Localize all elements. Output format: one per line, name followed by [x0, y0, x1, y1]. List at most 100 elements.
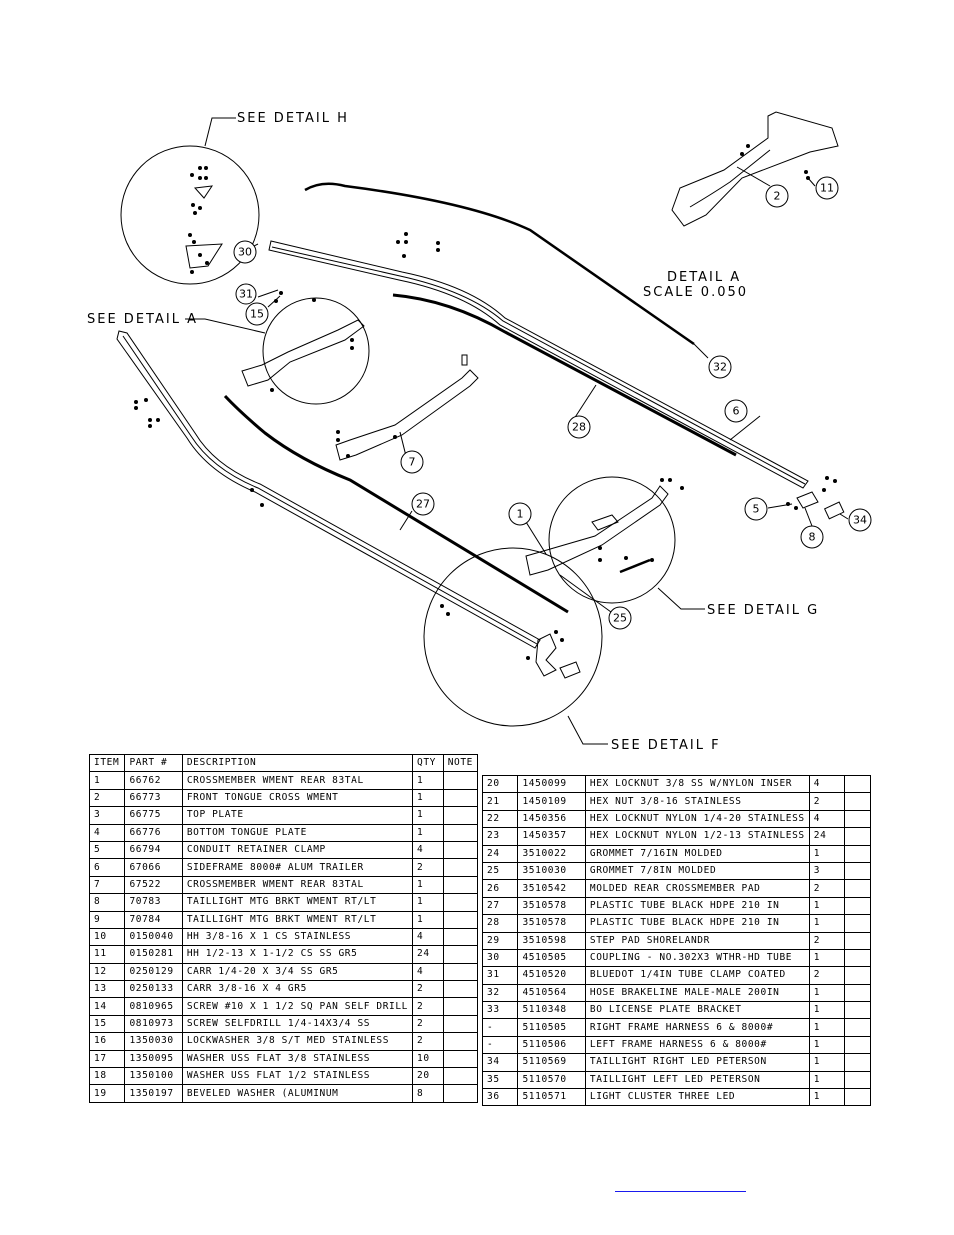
- cell-qty: 2: [412, 1014, 444, 1034]
- callout-25: 25: [608, 606, 632, 630]
- cell-item: 17: [88, 1049, 126, 1069]
- cell-part-number: 1350100: [124, 1067, 183, 1086]
- cell-item: 28: [481, 914, 519, 933]
- callout-circle: [815, 176, 839, 200]
- cell-qty: 1: [412, 823, 444, 842]
- cell-note: [442, 875, 479, 895]
- callout-11: 11: [815, 176, 839, 200]
- see-detail-h-leader: [204, 117, 236, 147]
- cell-note: [442, 997, 479, 1016]
- cell-qty: 1: [412, 771, 444, 790]
- callout-number: 5: [753, 503, 760, 516]
- taillight-f: [559, 661, 581, 679]
- cell-qty: 1: [412, 875, 444, 895]
- cell-description: PLASTIC TUBE BLACK HDPE 210 IN: [584, 914, 810, 933]
- cell-note: [844, 1053, 871, 1072]
- callout-circle: [567, 415, 591, 439]
- cell-item: 21: [481, 792, 519, 811]
- cell-item: 11: [88, 945, 126, 964]
- cell-qty: 8: [412, 1084, 444, 1103]
- cell-item: 3: [88, 806, 126, 825]
- tongue-weldment-detail-a: [671, 111, 839, 227]
- callout-number: 34: [853, 514, 867, 527]
- cell-part-number: 3510578: [517, 914, 586, 933]
- cell-part-number: 3510578: [517, 896, 586, 916]
- hyperlink-underline[interactable]: [615, 1191, 746, 1192]
- cell-qty: 2: [808, 931, 846, 950]
- cell-note: [844, 966, 871, 985]
- cell-note: [844, 1070, 871, 1090]
- detail-a-scale: SCALE 0.050: [643, 285, 748, 300]
- header-qty: QTY: [412, 753, 444, 773]
- cell-description: MOLDED REAR CROSSMEMBER PAD: [584, 879, 810, 898]
- taillight-34: [823, 501, 845, 520]
- cell-part-number: 4510520: [517, 966, 586, 985]
- cell-part-number: 5110506: [517, 1035, 586, 1055]
- cell-description: HOSE BRAKELINE MALE-MALE 200IN: [584, 983, 810, 1003]
- cell-part-number: 1450356: [517, 809, 586, 829]
- callout-circle: [233, 240, 257, 264]
- cell-description: STEP PAD SHORELANDR: [584, 931, 810, 950]
- cell-part-number: 5110348: [517, 1001, 586, 1020]
- cell-part-number: 5110570: [517, 1070, 586, 1090]
- cell-note: [844, 1035, 871, 1055]
- cell-part-number: 66776: [124, 823, 183, 842]
- detail-h-plate-bottom: [185, 243, 223, 269]
- cell-description: HEX LOCKNUT 3/8 SS W/NYLON INSER: [584, 774, 810, 794]
- cell-item: 1: [88, 771, 126, 790]
- cell-description: BO LICENSE PLATE BRACKET: [584, 1001, 810, 1020]
- callout-1: 1: [508, 502, 532, 526]
- cell-note: [844, 844, 871, 863]
- cell-description: TAILLIGHT MTG BRKT WMENT RT/LT: [181, 910, 414, 929]
- cell-qty: 1: [808, 1018, 846, 1037]
- cell-note: [442, 945, 479, 964]
- cell-qty: 1: [808, 1001, 846, 1020]
- cell-qty: 2: [412, 1032, 444, 1051]
- detail-f-circle: [423, 547, 603, 727]
- cell-note: [442, 962, 479, 982]
- cell-note: [844, 1001, 871, 1020]
- cell-part-number: 67522: [124, 875, 183, 895]
- cell-item: -: [481, 1018, 519, 1037]
- cell-note: [442, 1084, 479, 1103]
- cell-note: [844, 983, 871, 1003]
- see-detail-a-label: SEE DETAIL A: [87, 312, 198, 327]
- cell-description: HH 1/2-13 X 1-1/2 CS SS GR5: [181, 945, 414, 964]
- cell-description: TOP PLATE: [181, 806, 414, 825]
- cell-note: [844, 1018, 871, 1037]
- cell-description: HEX LOCKNUT NYLON 1/4-20 STAINLESS: [584, 809, 810, 829]
- cell-item: 33: [481, 1001, 519, 1020]
- cell-part-number: 3510030: [517, 861, 586, 881]
- sideframe-left: [116, 330, 541, 649]
- cell-qty: 1: [808, 914, 846, 933]
- cell-description: CARR 3/8-16 X 4 GR5: [181, 980, 414, 999]
- cell-item: 25: [481, 861, 519, 881]
- table-header-row: ITEM PART # DESCRIPTION QTY NOTE: [88, 753, 479, 773]
- cell-part-number: 0810973: [124, 1014, 183, 1034]
- cell-note: [844, 914, 871, 933]
- cell-qty: 4: [412, 840, 444, 860]
- cell-item: 2: [88, 788, 126, 808]
- cell-note: [844, 809, 871, 829]
- cell-qty: 3: [808, 861, 846, 881]
- cell-description: FRONT TONGUE CROSS WMENT: [181, 788, 414, 808]
- taillight-bracket-8: [796, 491, 819, 509]
- cell-description: TAILLIGHT MTG BRKT WMENT RT/LT: [181, 893, 414, 912]
- cell-qty: 1: [808, 844, 846, 863]
- cell-qty: 24: [808, 827, 846, 846]
- cell-qty: 24: [412, 945, 444, 964]
